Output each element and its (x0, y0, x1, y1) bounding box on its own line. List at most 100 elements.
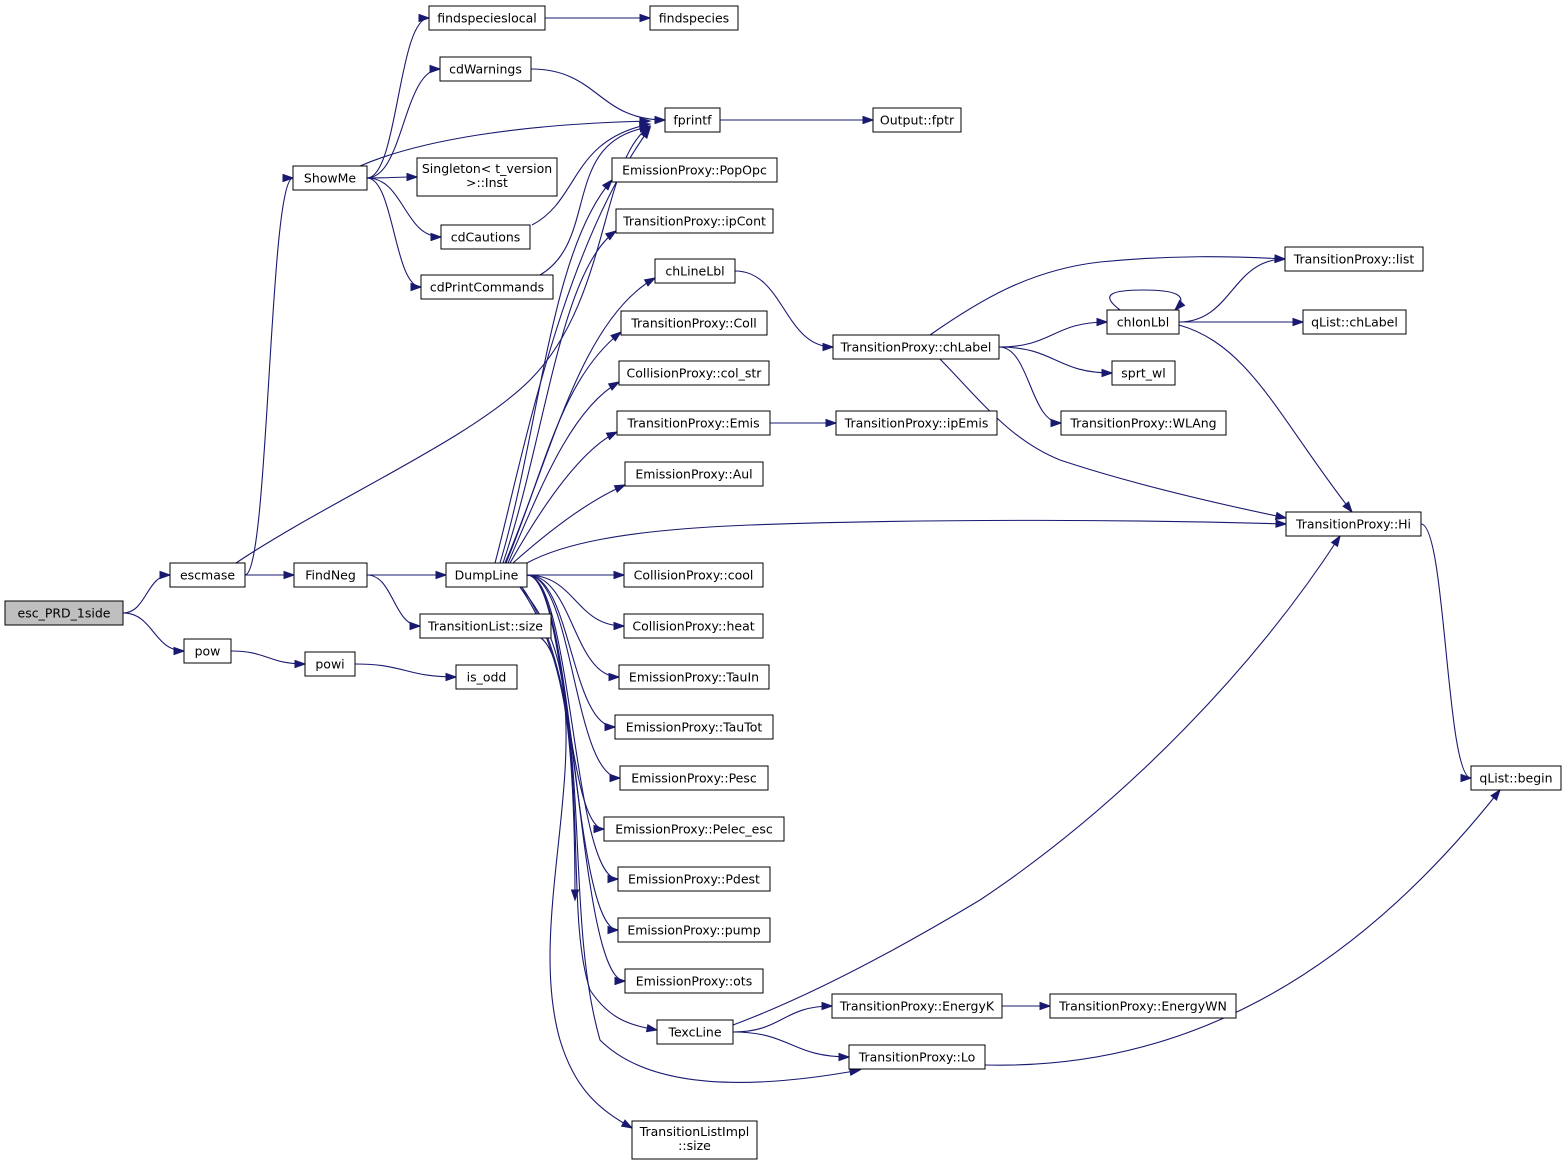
node-transitionproxy-energyk[interactable]: TransitionProxy::EnergyK (831, 993, 1003, 1019)
node-singleton-inst[interactable]: Singleton< t_version>::Inst (416, 157, 558, 197)
arrowhead-icon (430, 232, 443, 242)
call-edge-DumpLine-to-fprintf (494, 126, 651, 564)
node-transitionlistimpl-size[interactable]: TransitionListImpl::size (631, 1120, 758, 1160)
node-escmase[interactable]: escmase (169, 562, 246, 588)
node-box (440, 224, 531, 250)
node-showme[interactable]: ShowMe (292, 165, 368, 191)
arrowhead-icon (1096, 317, 1109, 327)
edge-line (366, 68, 441, 179)
node-emissionproxy-pump[interactable]: EmissionProxy::pump (617, 917, 771, 943)
node-box (1470, 765, 1562, 791)
node-transitionproxy-emis[interactable]: TransitionProxy::Emis (616, 410, 771, 436)
node-label: EmissionProxy::pump (627, 923, 760, 938)
node-emissionproxy-pdest[interactable]: EmissionProxy::Pdest (617, 866, 771, 892)
node-chionlbl[interactable]: chIonLbl (1106, 309, 1180, 335)
edge-line (984, 789, 1501, 1066)
node-cdprintcommands[interactable]: cdPrintCommands (420, 274, 554, 300)
node-transitionproxy-coll[interactable]: TransitionProxy::Coll (620, 310, 768, 336)
node-transitionproxy-wlang[interactable]: TransitionProxy::WLAng (1060, 410, 1227, 436)
edge-line (521, 586, 861, 1083)
node-label: TransitionList::size (427, 619, 543, 634)
node-sprt-wl[interactable]: sprt_wl (1111, 360, 1176, 386)
node-powi[interactable]: powi (304, 651, 356, 677)
node-label: Output::fptr (880, 113, 955, 128)
call-edge-FindNeg-to-DumpLine (367, 570, 448, 580)
node-collisionproxy-cool[interactable]: CollisionProxy::cool (623, 562, 764, 588)
node-esc-prd-1side[interactable]: esc_PRD_1side (4, 600, 124, 626)
node-box (631, 1120, 758, 1160)
call-edge-cdPrintCommands-to-fprintf (539, 124, 652, 276)
node-transitionproxy-list[interactable]: TransitionProxy::list (1284, 246, 1424, 272)
arrowhead-icon (294, 659, 307, 669)
arrowhead-icon (435, 570, 448, 580)
node-emissionproxy-tauin[interactable]: EmissionProxy::TauIn (618, 664, 770, 690)
edge-line (519, 586, 658, 1031)
edge-line (1420, 523, 1472, 779)
node-box (656, 1019, 734, 1045)
arrowhead-icon (821, 1001, 834, 1011)
arrowhead-icon (825, 418, 838, 428)
node-emissionproxy-pelec-esc[interactable]: EmissionProxy::Pelec_esc (603, 816, 785, 842)
call-edge-DumpLine-to-TransitionListImpl_size (519, 586, 634, 1129)
node-box (831, 993, 1003, 1019)
call-edge-TexcLine-to-TransitionProxy_Lo (732, 1031, 851, 1062)
node-emissionproxy-pesc[interactable]: EmissionProxy::Pesc (619, 765, 769, 791)
node-box (624, 968, 764, 994)
node-emissionproxy-ots[interactable]: EmissionProxy::ots (624, 968, 764, 994)
node-label: TransitionProxy::list (1293, 252, 1415, 267)
edge-line (494, 127, 651, 564)
node-box (1060, 410, 1227, 436)
node-label: >::Inst (466, 175, 508, 190)
node-dumpline[interactable]: DumpLine (445, 562, 528, 588)
arrowhead-icon (608, 672, 621, 682)
node-qlist-chlabel[interactable]: qList::chLabel (1302, 309, 1407, 335)
node-label: CollisionProxy::heat (632, 619, 754, 634)
node-box (649, 5, 739, 31)
node-box (835, 410, 998, 436)
node-fprintf[interactable]: fprintf (664, 107, 721, 133)
node-transitionproxy-lo[interactable]: TransitionProxy::Lo (848, 1044, 986, 1070)
node-emissionproxy-tautot[interactable]: EmissionProxy::TauTot (614, 714, 774, 740)
node-findneg[interactable]: FindNeg (293, 562, 368, 588)
call-edge-chIonLbl-to-qList_chLabel (1179, 317, 1305, 327)
node-collisionproxy-heat[interactable]: CollisionProxy::heat (623, 613, 764, 639)
node-transitionproxy-hi[interactable]: TransitionProxy::Hi (1285, 511, 1422, 537)
node-box (1049, 993, 1237, 1019)
node-emissionproxy-popopc[interactable]: EmissionProxy::PopOpc (611, 157, 778, 183)
node-qlist-begin[interactable]: qList::begin (1470, 765, 1562, 791)
arrowhead-icon (613, 621, 626, 631)
edge-line (366, 177, 442, 238)
node-collisionproxy-col-str[interactable]: CollisionProxy::col_str (618, 360, 770, 386)
arrowhead-icon (614, 976, 627, 986)
node-output-fptr[interactable]: Output::fptr (872, 107, 962, 133)
arrowhead-icon (1173, 299, 1186, 312)
node-cdwarnings[interactable]: cdWarnings (439, 56, 532, 82)
node-label: TransitionProxy::Lo (858, 1050, 976, 1065)
node-transitionproxy-chlabel[interactable]: TransitionProxy::chLabel (832, 334, 1000, 360)
node-label: EmissionProxy::TauIn (629, 670, 759, 685)
node-chlinelbl[interactable]: chLineLbl (654, 258, 736, 284)
edge-line (509, 431, 618, 564)
node-label: esc_PRD_1side (18, 606, 111, 621)
node-label: fprintf (673, 113, 712, 128)
node-texcline[interactable]: TexcLine (656, 1019, 734, 1045)
node-label: TransitionProxy::Emis (626, 416, 759, 431)
arrowhead-icon (1274, 254, 1287, 264)
edge-line (499, 179, 613, 564)
node-findspecieslocal[interactable]: findspecieslocal (428, 5, 546, 31)
node-findspecies[interactable]: findspecies (649, 5, 739, 31)
edge-line (230, 650, 306, 665)
node-box (616, 410, 771, 436)
node-label: CollisionProxy::cool (634, 568, 754, 583)
node-cdcautions[interactable]: cdCautions (440, 224, 531, 250)
arrowhead-icon (1342, 501, 1353, 514)
node-pow[interactable]: pow (183, 638, 232, 664)
node-transitionlist-size[interactable]: TransitionList::size (419, 613, 552, 639)
node-transitionproxy-ipemis[interactable]: TransitionProxy::ipEmis (835, 410, 998, 436)
node-emissionproxy-aul[interactable]: EmissionProxy::Aul (624, 461, 764, 487)
node-transitionproxy-ipcont[interactable]: TransitionProxy::ipCont (615, 208, 774, 234)
node-transitionproxy-energywn[interactable]: TransitionProxy::EnergyWN (1049, 993, 1237, 1019)
node-box (1284, 246, 1424, 272)
call-edge-cdWarnings-to-fprintf (530, 68, 667, 125)
node-is-odd[interactable]: is_odd (455, 664, 518, 690)
